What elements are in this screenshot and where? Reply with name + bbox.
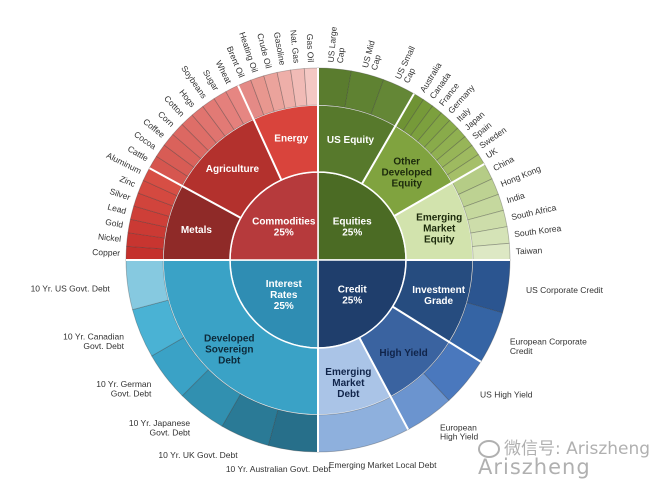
leaf-south-africa: [467, 209, 508, 234]
leaf-label-copper: Copper: [92, 247, 120, 258]
leaf-10-yr-uk-govt-debt: [221, 393, 279, 446]
group-divider: [358, 337, 410, 430]
leaf-label-gas-oil: Gas Oil: [305, 34, 316, 63]
leaf-france: [410, 105, 442, 142]
leaf-soybeans: [202, 98, 235, 137]
leaf-label-lead: Lead: [107, 202, 128, 216]
group-label-agriculture: Agriculture: [206, 164, 260, 175]
leaf-us-mid-cap: [344, 70, 385, 115]
leaf-label-south-korea: South Korea: [514, 223, 562, 239]
leaf-spain: [436, 136, 473, 168]
group-divider: [237, 85, 283, 181]
leaf-label-zinc: Zinc: [118, 174, 137, 190]
leaf-nat-gas: [290, 68, 308, 108]
leaf-label-10-yr-australian-govt-debt: 10 Yr. Australian Govt. Debt: [226, 464, 331, 474]
group-label-energy: Energy: [274, 133, 308, 144]
leaf-sugar: [213, 91, 245, 131]
leaf-label-us-small-cap: US SmallCap: [393, 44, 426, 84]
leaf-label-gasoline: Gasoline: [272, 31, 288, 66]
leaf-us-large-cap: [317, 67, 352, 108]
leaf-italy: [423, 119, 459, 155]
leaf-label-emerging-market-local-debt: Emerging Market Local Debt: [329, 460, 437, 470]
leaf-hong-kong: [457, 178, 499, 208]
leaf-10-yr-japanese-govt-debt: [181, 369, 242, 427]
group-label-high-yield: High Yield: [379, 348, 427, 359]
leaf-label-gold: Gold: [105, 217, 125, 230]
leaf-label-silver: Silver: [108, 186, 131, 202]
leaf-taiwan: [471, 242, 511, 261]
leaf-gasoline: [276, 69, 297, 110]
wechat-icon: [478, 440, 500, 458]
leaf-nickel: [126, 232, 166, 250]
leaf-south-korea: [470, 226, 510, 247]
group-divider: [393, 163, 485, 217]
leaf-silver: [133, 192, 174, 217]
leaf-label-us-mid-cap: US MidCap: [360, 39, 386, 71]
group-divider: [361, 93, 415, 185]
leaf-label-south-africa: South Africa: [510, 202, 557, 222]
leaf-corn: [172, 123, 209, 160]
leaf-label-us-large-cap: US LargeCap: [326, 26, 348, 64]
leaf-label-us-high-yield: US High Yield: [480, 390, 533, 400]
group-label-metals: Metals: [181, 225, 213, 236]
leaf-label-taiwan: Taiwan: [516, 245, 543, 256]
leaf-germany: [417, 112, 451, 148]
leaf-label-10-yr-us-govt-debt: 10 Yr. US Govt. Debt: [31, 283, 111, 293]
leaf-label-india: India: [505, 190, 526, 205]
leaf-10-yr-australian-govt-debt: [267, 409, 319, 453]
watermark-line2: Ariszheng: [478, 455, 591, 479]
leaf-gas-oil: [303, 67, 319, 106]
leaf-crude-oil: [263, 71, 286, 112]
leaf-label-us-corporate-credit: US Corporate Credit: [526, 285, 604, 295]
watermark-line1: 微信号: Ariszheng: [504, 439, 651, 459]
leaf-label-nat-gas: Nat. Gas: [288, 29, 302, 63]
leaf-us-high-yield: [423, 341, 482, 401]
leaf-label-nickel: Nickel: [98, 231, 122, 243]
group-divider: [392, 305, 482, 363]
group-label-us-equity: US Equity: [327, 135, 375, 146]
leaf-label-10-yr-uk-govt-debt: 10 Yr. UK Govt. Debt: [158, 450, 238, 460]
leaf-china: [451, 163, 493, 196]
group-divider: [148, 167, 242, 219]
watermark: 微信号: Ariszheng Ariszheng: [478, 439, 651, 479]
rings: [125, 67, 511, 453]
leaf-gold: [127, 218, 168, 239]
leaf-hogs: [191, 105, 226, 144]
